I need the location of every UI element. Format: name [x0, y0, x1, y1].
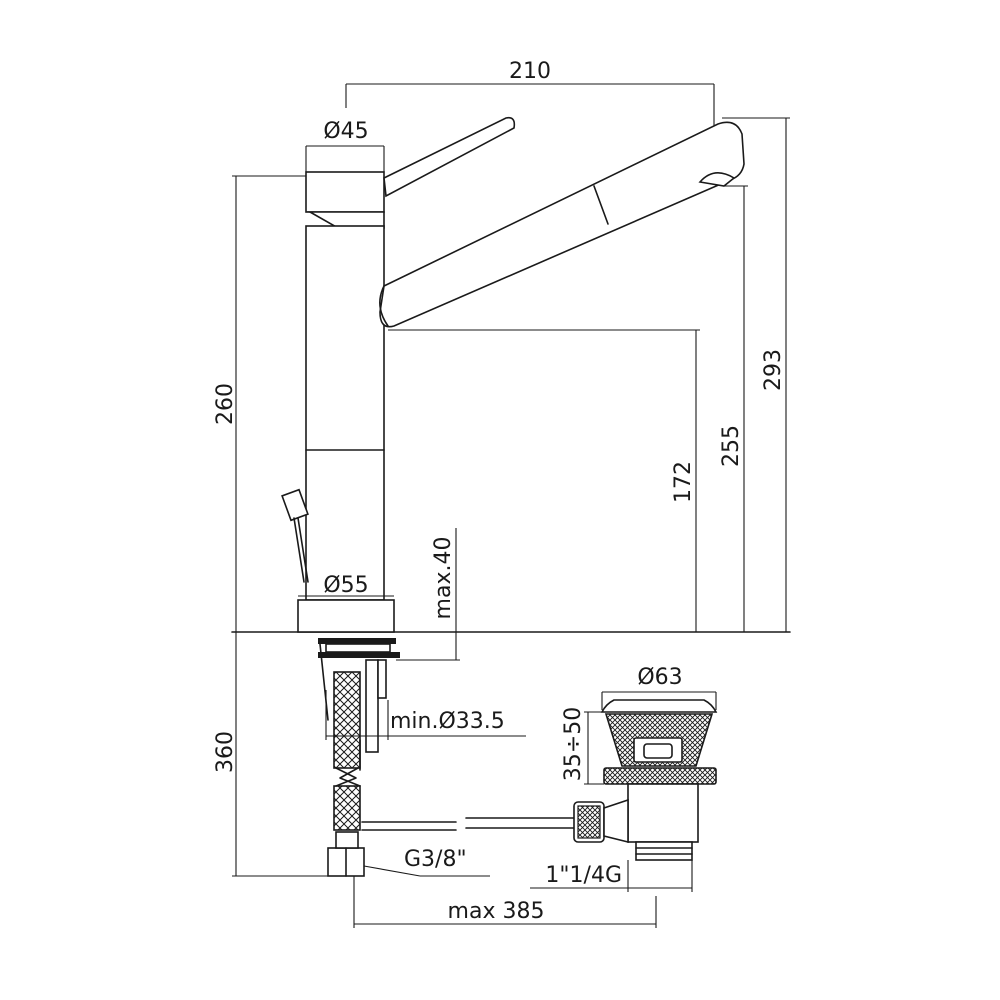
dim-210: 210 [345, 59, 715, 160]
faucet-body [281, 116, 745, 601]
dim-385: max 385 [353, 876, 657, 928]
waste-assembly: Ø63 35÷50 1"1/4G [530, 665, 718, 892]
waste-nut [603, 767, 717, 785]
spout [379, 121, 745, 328]
lever-cap [305, 171, 385, 213]
under-mount [318, 638, 575, 877]
lever-handle [383, 116, 516, 198]
braided-hose-left [333, 671, 361, 769]
dim-spout-clear-label: 172 [671, 461, 696, 503]
dim-width-label: 210 [509, 59, 551, 84]
dim-outlet-height-label: 255 [719, 425, 744, 467]
dim-max-deck-label: max.40 [431, 537, 456, 620]
dim-base-diameter-label: Ø55 [323, 573, 368, 598]
dim-waste-range-label: 35÷50 [561, 707, 586, 781]
base-flange [297, 599, 395, 633]
dim-min-hole: min.Ø33.5 [325, 690, 526, 740]
dim-max-reach-label: max 385 [448, 899, 545, 924]
braided-hose-lower [333, 785, 361, 831]
dim-360: 360 [213, 632, 330, 877]
body-column [305, 225, 385, 601]
dim-172: 172 [388, 329, 700, 632]
dim-255: 255 [719, 185, 748, 632]
base: Ø55 [297, 573, 395, 633]
popup-knob [281, 488, 309, 522]
dim-293: 293 [722, 117, 790, 632]
dim-max40: max.40 [396, 528, 460, 661]
dim-lever-diameter-label: Ø45 [323, 119, 368, 144]
waste-flange [600, 699, 718, 713]
aerator [698, 172, 736, 187]
dim-waste-diameter-label: Ø63 [637, 665, 682, 690]
dim-waste-thread-label: 1"1/4G [545, 863, 622, 888]
dim-min-hole-label: min.Ø33.5 [390, 709, 505, 734]
dim-under-height-label: 360 [213, 731, 238, 773]
dim-260: 260 [213, 175, 306, 632]
dim-total-height-label: 293 [761, 349, 786, 391]
dim-thread: G3/8" [363, 847, 490, 877]
dim-hose-thread-label: G3/8" [404, 847, 467, 872]
dim-body-height-label: 260 [213, 383, 238, 425]
dim-d45: Ø45 [305, 119, 385, 172]
